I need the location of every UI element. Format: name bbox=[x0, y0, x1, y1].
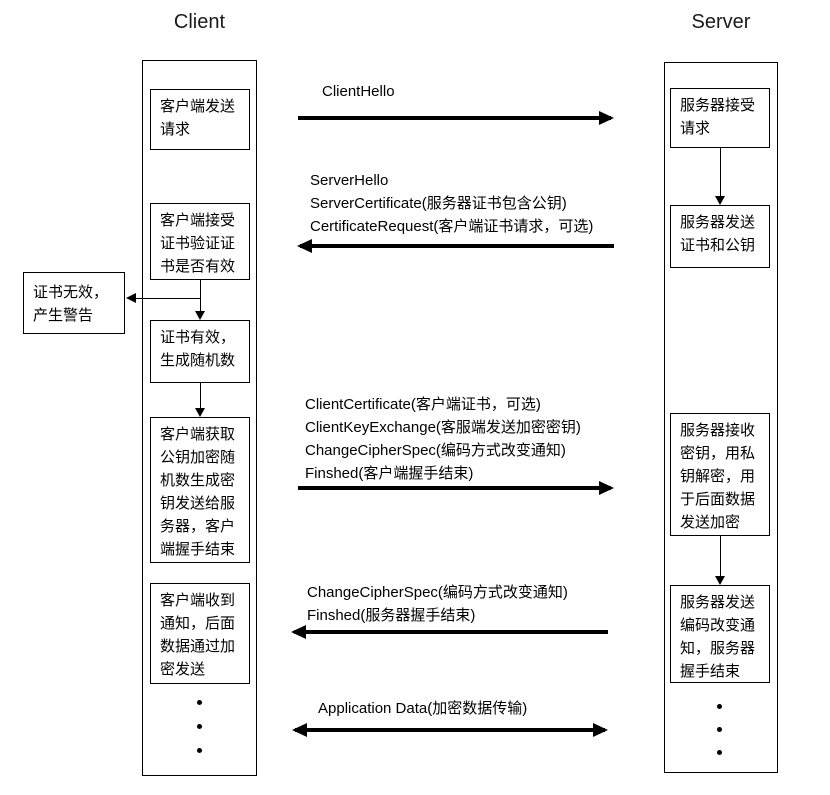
server-step-decrypt-key: 服务器接收密钥，用私钥解密，用于后面数据发送加密 bbox=[670, 413, 770, 536]
arrow-shaft bbox=[298, 486, 611, 490]
connector-line bbox=[200, 383, 201, 414]
arrow-left-icon bbox=[291, 625, 306, 639]
arrow-right-icon bbox=[599, 481, 614, 495]
client-title: Client bbox=[173, 11, 226, 33]
client-step-cert-valid: 证书有效，生成随机数 bbox=[150, 320, 250, 383]
arrow-down-icon bbox=[195, 311, 205, 320]
arrow-server-hello bbox=[297, 239, 616, 253]
arrow-down-icon bbox=[195, 408, 205, 417]
arrow-client-key-exchange bbox=[296, 481, 614, 495]
message-client-hello-label: ClientHello bbox=[322, 80, 395, 103]
arrow-right-icon bbox=[599, 111, 614, 125]
connector-valid-to-encrypt bbox=[194, 383, 206, 417]
message-server-hello-label: ServerHello ServerCertificate(服务器证书包含公钥)… bbox=[310, 169, 593, 238]
arrow-down-icon bbox=[715, 196, 725, 205]
client-step-encrypt-key: 客户端获取公钥加密随机数生成密钥发送给服务器，客户端握手结束 bbox=[150, 417, 250, 563]
message-server-finished-label: ChangeCipherSpec(编码方式改变通知) Finshed(服务器握手… bbox=[307, 581, 568, 627]
connector-decrypt-to-change bbox=[714, 536, 726, 585]
client-step-receive-notice: 客户端收到通知，后面数据通过加密发送 bbox=[150, 583, 250, 684]
server-ellipsis-dot bbox=[717, 750, 722, 755]
connector-verify-to-valid bbox=[194, 280, 206, 320]
message-line: ServerHello bbox=[310, 172, 389, 189]
message-line: ClientCertificate(客户端证书，可选) bbox=[305, 396, 541, 413]
arrow-shaft bbox=[300, 244, 614, 248]
server-step-accept-request: 服务器接受请求 bbox=[670, 88, 770, 148]
arrow-shaft bbox=[294, 630, 608, 634]
arrow-server-finished bbox=[291, 625, 610, 639]
message-line: ClientKeyExchange(客服端发送加密密钥) bbox=[305, 419, 581, 436]
connector-line bbox=[129, 298, 200, 299]
arrow-shaft bbox=[298, 116, 611, 120]
message-line: ServerCertificate(服务器证书包含公钥) bbox=[310, 195, 567, 212]
arrow-left-icon bbox=[297, 239, 312, 253]
server-step-send-cert: 服务器发送证书和公钥 bbox=[670, 205, 770, 268]
message-line: Finshed(客户端握手结束) bbox=[305, 465, 474, 482]
connector-line bbox=[720, 148, 721, 202]
client-ellipsis-dot bbox=[197, 748, 202, 753]
message-line: ChangeCipherSpec(编码方式改变通知) bbox=[305, 442, 566, 459]
message-line: CertificateRequest(客户端证书请求，可选) bbox=[310, 218, 594, 235]
arrow-left-icon bbox=[292, 723, 307, 737]
connector-line bbox=[720, 536, 721, 582]
arrow-down-icon bbox=[715, 576, 725, 585]
message-application-data-label: Application Data(加密数据传输) bbox=[318, 697, 527, 720]
connector-to-warning bbox=[126, 292, 200, 304]
connector-line bbox=[200, 280, 201, 317]
arrow-client-hello bbox=[296, 111, 614, 125]
message-client-key-exchange-label: ClientCertificate(客户端证书，可选) ClientKeyExc… bbox=[305, 393, 581, 485]
arrow-shaft bbox=[295, 728, 605, 732]
message-line: ChangeCipherSpec(编码方式改变通知) bbox=[307, 584, 568, 601]
server-ellipsis-dot bbox=[717, 704, 722, 709]
client-step-verify-cert: 客户端接受证书验证证书是否有效 bbox=[150, 203, 250, 280]
server-step-change-cipher: 服务器发送编码改变通知，服务器握手结束 bbox=[670, 585, 770, 683]
client-step-send-request: 客户端发送请求 bbox=[150, 89, 250, 150]
cert-invalid-warning-box: 证书无效，产生警告 bbox=[23, 272, 125, 334]
message-line: ClientHello bbox=[322, 83, 395, 100]
server-title: Server bbox=[691, 11, 751, 33]
arrow-right-icon bbox=[593, 723, 608, 737]
client-ellipsis-dot bbox=[197, 700, 202, 705]
message-line: Finshed(服务器握手结束) bbox=[307, 607, 476, 624]
server-ellipsis-dot bbox=[717, 727, 722, 732]
connector-accept-to-sendcert bbox=[714, 148, 726, 205]
arrow-left-icon bbox=[126, 293, 136, 303]
arrow-application-data bbox=[292, 723, 608, 737]
message-line: Application Data(加密数据传输) bbox=[318, 700, 528, 717]
client-ellipsis-dot bbox=[197, 724, 202, 729]
